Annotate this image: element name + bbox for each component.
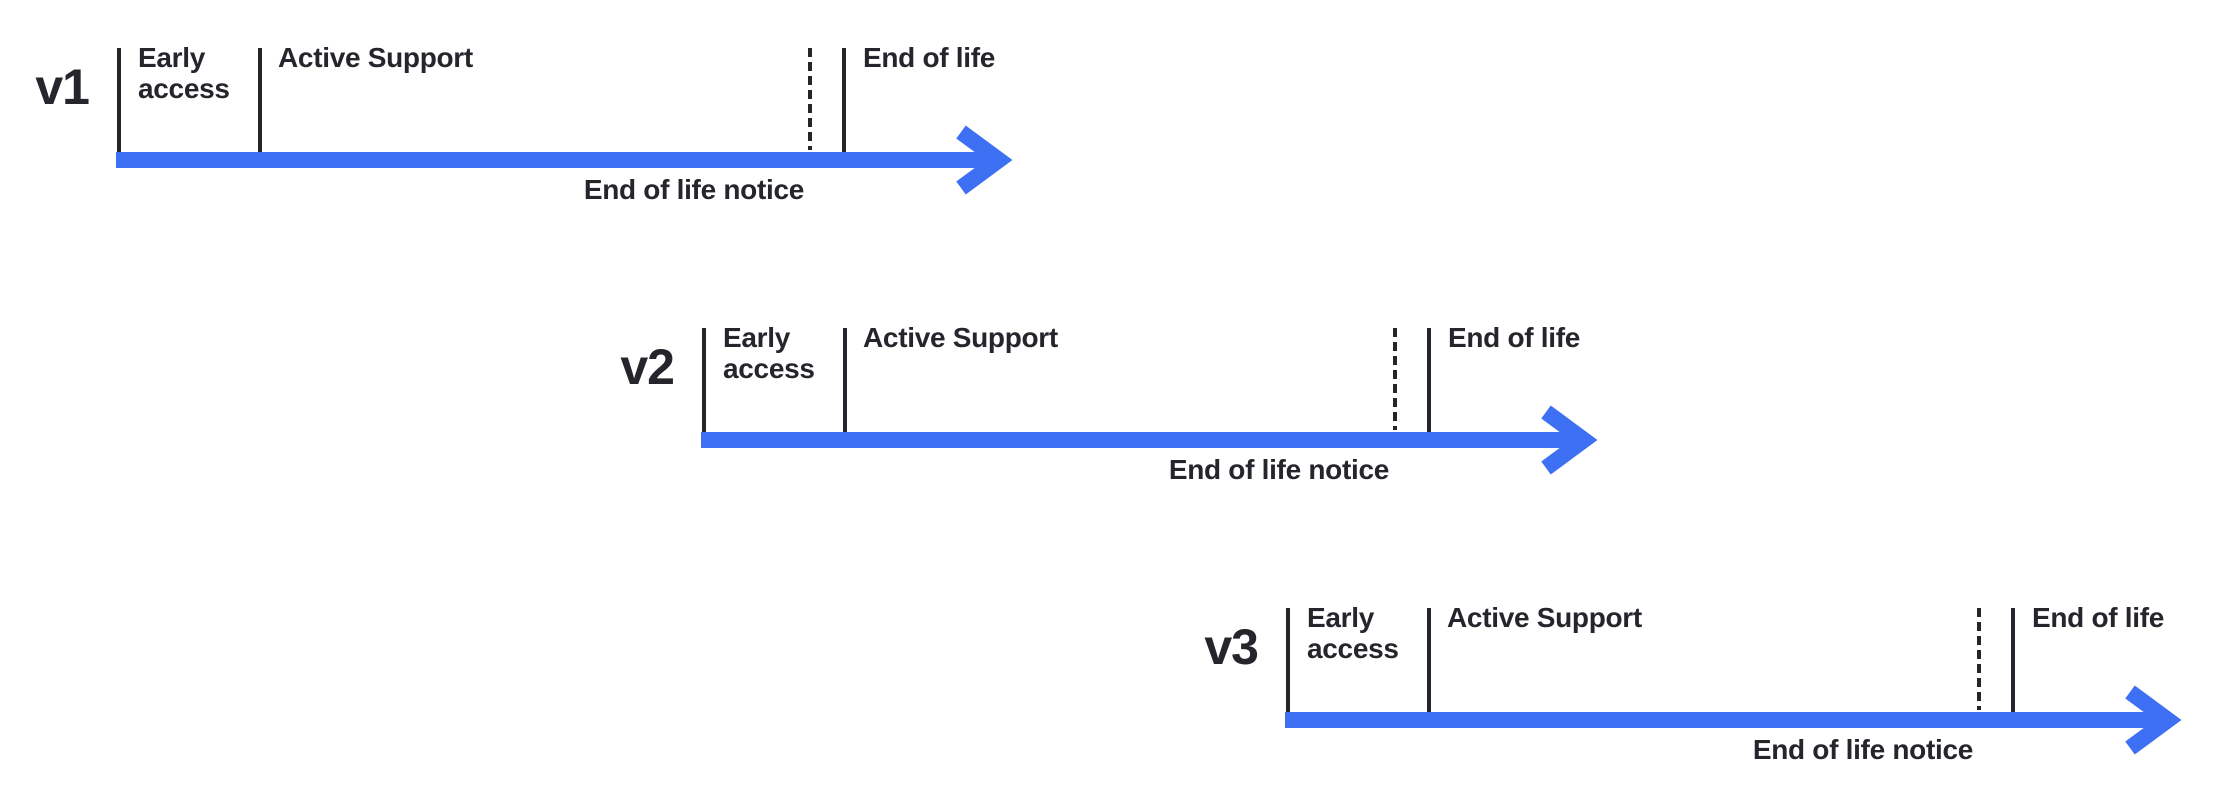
arrow-head <box>2125 685 2182 755</box>
end-of-life-label: End of life <box>863 42 996 73</box>
timeline-arrow <box>701 405 1598 475</box>
version-label: v3 <box>1204 619 1259 675</box>
end-of-life-label: End of life <box>1448 322 1581 353</box>
eol-notice-dashed-line <box>1977 608 1981 710</box>
end-of-life-tick <box>842 48 846 153</box>
eol-notice-dashed-line <box>808 48 812 150</box>
active-support-start-tick <box>1427 608 1431 713</box>
early-access-start-tick <box>1286 608 1290 713</box>
timeline-row-v3: v3 Early access Active Support End of li… <box>1204 602 2216 798</box>
timeline-arrow <box>1285 685 2182 755</box>
early-access-start-tick <box>117 48 121 153</box>
arrow-head <box>956 125 1013 195</box>
timeline-row-v2: v2 Early access Active Support End of li… <box>620 322 1632 518</box>
eol-notice-dashed-line <box>1393 328 1397 430</box>
end-of-life-label: End of life <box>2032 602 2165 633</box>
active-support-start-tick <box>843 328 847 433</box>
early-access-label: Early access <box>138 42 230 104</box>
arrow-head <box>1541 405 1598 475</box>
timeline-arrow <box>116 125 1013 195</box>
end-of-life-notice-label: End of life notice <box>583 174 804 205</box>
early-access-label: Early access <box>723 322 815 384</box>
end-of-life-tick <box>2011 608 2015 713</box>
active-support-label: Active Support <box>1447 602 1642 633</box>
active-support-start-tick <box>258 48 262 153</box>
version-label: v2 <box>620 339 675 395</box>
timeline-row-v1: v1 Early access Active Support End of li… <box>35 42 1047 238</box>
active-support-label: Active Support <box>278 42 473 73</box>
version-label: v1 <box>35 59 90 115</box>
end-of-life-tick <box>1427 328 1431 433</box>
early-access-start-tick <box>702 328 706 433</box>
end-of-life-notice-label: End of life notice <box>1168 454 1389 485</box>
end-of-life-notice-label: End of life notice <box>1752 734 1973 765</box>
active-support-label: Active Support <box>863 322 1058 353</box>
early-access-label: Early access <box>1307 602 1399 664</box>
